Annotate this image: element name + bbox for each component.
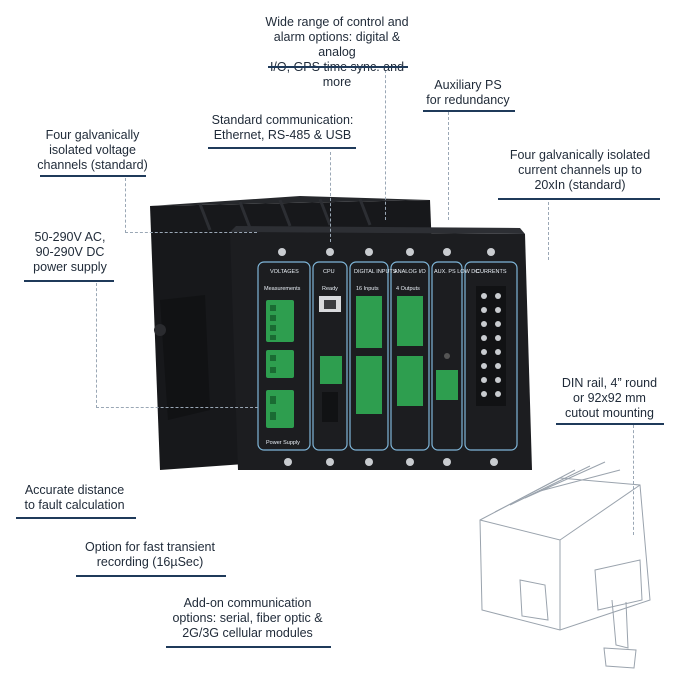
din-rail-sketch	[479, 461, 651, 669]
leader-psu-h	[96, 407, 258, 408]
rule-fault-calc	[16, 517, 136, 519]
callout-addon-comm: Add-on communication options: serial, fi…	[160, 596, 335, 641]
callout-transient: Option for fast transient recording (16µ…	[70, 540, 230, 570]
outputs-label: 4 Outputs	[396, 286, 420, 292]
callout-transient-text: Option for fast transient recording (16µ…	[85, 540, 215, 569]
callout-voltage-channels-text: Four galvanically isolated voltage chann…	[37, 128, 148, 172]
analog-io-terminals-bottom	[397, 356, 423, 406]
analog-io-module	[390, 261, 430, 451]
callout-power-supply: 50-290V AC, 90-290V DC power supply	[20, 230, 120, 275]
voltages-label: VOLTAGES	[270, 269, 299, 275]
leader-voltage-h	[125, 232, 257, 233]
module-outlines	[257, 261, 518, 451]
digital-input-terminals-bottom	[356, 356, 382, 414]
callout-aux-ps-text: Auxiliary PS for redundancy	[426, 78, 510, 107]
power-supply-label: Power Supply	[266, 440, 300, 446]
rule-aux-ps	[423, 110, 515, 112]
rule-transient	[76, 575, 226, 577]
current-terminals	[476, 286, 506, 406]
callout-control-alarm-text: Wide range of control and alarm options:…	[265, 15, 409, 89]
callout-standard-comm: Standard communication: Ethernet, RS-485…	[205, 113, 360, 143]
cpu-label: CPU	[323, 269, 335, 275]
callout-control-alarm: Wide range of control and alarm options:…	[258, 15, 416, 90]
rule-voltage-channels	[40, 175, 146, 177]
panel-screws	[278, 248, 498, 466]
leader-control	[385, 70, 386, 220]
callout-fault-calc: Accurate distance to fault calculation	[12, 483, 137, 513]
callout-voltage-channels: Four galvanically isolated voltage chann…	[35, 128, 150, 173]
cpu-module	[312, 261, 348, 451]
leader-psu	[96, 283, 97, 408]
callout-aux-ps: Auxiliary PS for redundancy	[418, 78, 518, 108]
callout-din-rail: DIN rail, 4” round or 92x92 mm cutout mo…	[552, 376, 667, 421]
callout-standard-comm-text: Standard communication: Ethernet, RS-485…	[211, 113, 354, 142]
digital-inputs-label: DIGITAL INPUTS	[354, 269, 397, 275]
rule-standard-comm	[208, 147, 356, 149]
callout-fault-calc-text: Accurate distance to fault calculation	[24, 483, 125, 512]
digital-input-terminals-top	[356, 296, 382, 348]
rule-current-channels	[498, 198, 660, 200]
currents-module	[464, 261, 518, 451]
currents-label: CURRENTS	[476, 269, 507, 275]
ready-label: Ready	[322, 286, 338, 292]
mounting-bracket	[160, 295, 210, 420]
leader-currents	[548, 202, 549, 260]
device-front-panel	[230, 232, 532, 470]
aux-ps-terminal	[436, 370, 458, 400]
digital-inputs-module	[349, 261, 389, 451]
analog-io-label: ANALOG I/O	[394, 269, 427, 275]
callout-addon-comm-text: Add-on communication options: serial, fi…	[172, 596, 323, 640]
voltages-module	[257, 261, 311, 451]
callout-din-rail-text: DIN rail, 4” round or 92x92 mm cutout mo…	[561, 376, 658, 420]
top-ribs	[198, 198, 372, 231]
rs485-terminal	[320, 356, 342, 384]
leader-din	[633, 425, 634, 535]
measurements-label: Measurements	[264, 286, 301, 292]
inputs-label: 16 Inputs	[356, 286, 379, 292]
leader-voltage	[125, 178, 126, 233]
leader-comm	[330, 152, 331, 242]
aux-ps-label: AUX. PS LOW DC	[434, 269, 479, 275]
rule-control-alarm	[268, 66, 408, 68]
callout-power-supply-text: 50-290V AC, 90-290V DC power supply	[33, 230, 107, 274]
rule-addon-comm	[166, 646, 331, 648]
callout-current-channels: Four galvanically isolated current chann…	[490, 148, 670, 193]
rule-din-rail	[556, 423, 664, 425]
aux-ps-module	[431, 261, 463, 451]
usb-port	[322, 392, 338, 422]
leader-aux-ps	[448, 112, 449, 220]
callout-current-channels-text: Four galvanically isolated current chann…	[509, 148, 651, 192]
rule-power-supply	[24, 280, 114, 282]
analog-io-terminals-top	[397, 296, 423, 346]
